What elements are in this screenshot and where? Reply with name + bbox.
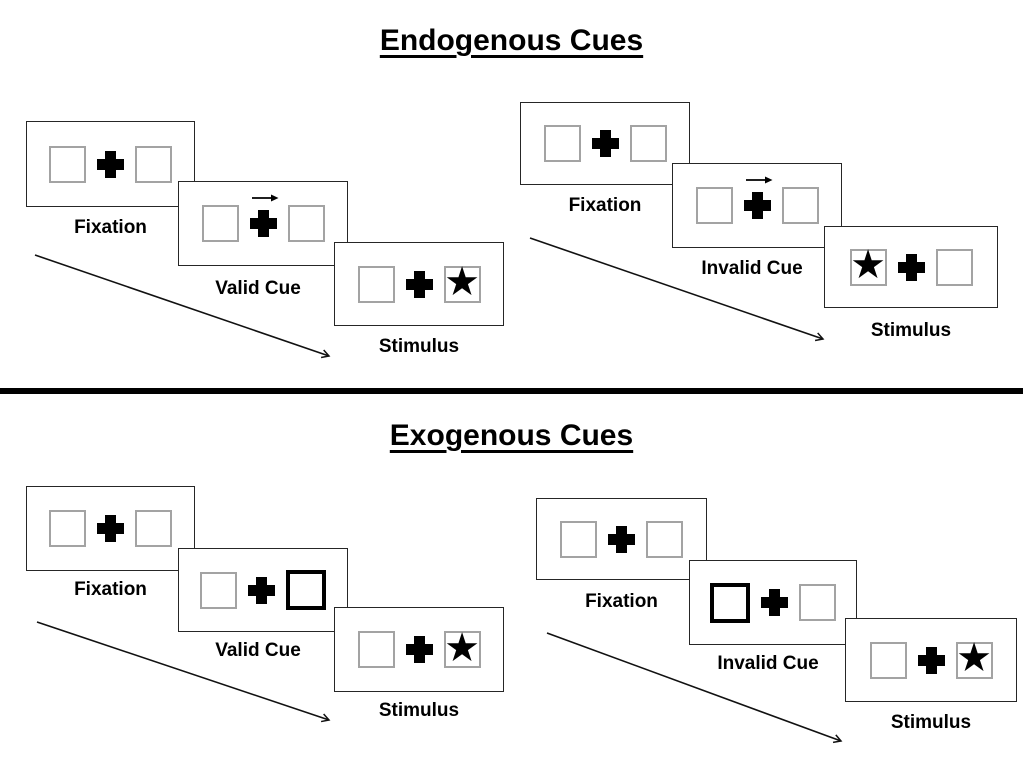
star-icon: ★ [444,259,480,305]
star-icon: ★ [444,624,480,671]
left-target-box [543,125,581,162]
invalid-cue-card [672,163,842,248]
fixation-cross-icon [743,176,772,219]
fixation-cross-icon [249,194,278,237]
valid-cue-card [178,548,348,632]
fixation-cross-icon [897,253,925,281]
endogenous-section-title: Endogenous Cues [379,24,644,57]
cue-arrow-icon [251,194,278,202]
right-target-box [287,205,325,242]
left-target-box [357,265,395,303]
star-icon: ★ [850,242,886,288]
stimulus-card: ★ [334,242,504,326]
cue-highlight-box [710,582,750,623]
fixation-card [536,498,707,580]
fixation-cross-icon [591,130,619,157]
left-target-box [49,145,86,183]
valid-cue-card [178,181,348,266]
fixation-cross-icon [405,636,433,663]
left-target-box [869,641,907,679]
cue-highlight-box [286,570,326,610]
fixation-cross-icon [97,150,124,178]
card-label: Stimulus [890,712,972,733]
right-target-box [935,248,973,286]
right-target-box: ★ [443,624,481,671]
stimulus-card: ★ [334,607,504,692]
card-label: Valid Cue [215,278,301,299]
fixation-card [520,102,690,185]
card-label: Stimulus [870,320,952,341]
fixation-cross-icon [405,270,433,298]
fixation-cross-icon [761,589,788,616]
fixation-card [26,486,195,571]
right-target-box [781,187,819,224]
fixation-cross-icon [917,646,945,674]
fixation-card [26,121,195,207]
right-target-box [799,584,836,621]
section-divider [0,388,1023,394]
timeline-arrow-icon [546,632,843,744]
left-target-box: ★ [849,245,887,286]
fixation-cross-icon [97,515,124,542]
card-label: Fixation [585,591,658,612]
card-label: Invalid Cue [701,258,803,279]
card-label: Fixation [74,217,147,238]
card-label: Valid Cue [215,640,301,661]
star-icon: ★ [956,635,992,681]
fixation-cross-icon [248,576,275,604]
right-target-box [646,520,683,558]
fixation-cross-icon [608,525,635,553]
left-target-box [200,571,237,609]
card-label: Fixation [74,579,147,600]
right-target-box: ★ [955,638,993,679]
card-label: Fixation [568,195,642,216]
left-target-box [560,520,597,558]
card-label: Stimulus [378,336,460,357]
stimulus-card: ★ [824,226,998,308]
invalid-cue-card [689,560,857,645]
card-label: Stimulus [378,700,460,721]
right-target-box [629,125,667,162]
timeline-arrow-icon [36,621,331,723]
left-target-box [201,205,239,242]
left-target-box [357,631,395,668]
timeline-arrow-icon [529,237,825,342]
left-target-box [49,510,86,547]
stimulus-card: ★ [845,618,1017,702]
right-target-box: ★ [443,262,481,303]
right-target-box [135,145,172,183]
card-label: Invalid Cue [717,653,819,674]
cue-arrow-icon [745,176,772,184]
timeline-arrow-icon [34,254,331,359]
right-target-box [135,510,172,547]
left-target-box [695,187,733,224]
exogenous-section-title: Exogenous Cues [389,419,634,452]
